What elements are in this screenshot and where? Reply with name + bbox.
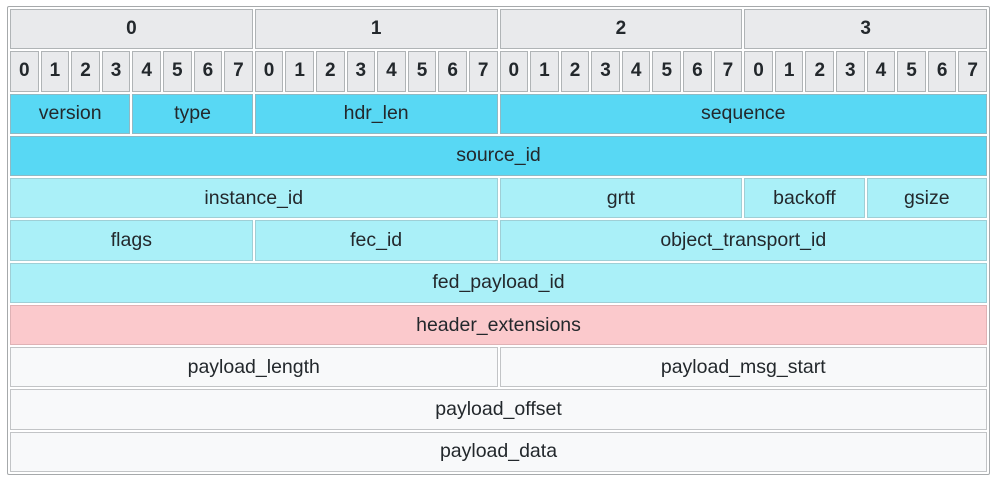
field-cell-hdr_len: hdr_len: [254, 93, 498, 134]
byte-header-cell-1: 1: [254, 9, 498, 50]
byte-header-cell-2: 2: [499, 9, 743, 50]
byte-header-cell-0: 0: [10, 9, 253, 50]
bit-header-cell-byte3-bit7: 7: [958, 51, 987, 92]
bit-header-cell-byte0-bit4: 4: [132, 51, 161, 92]
bit-header-cell-byte2-bit2: 2: [560, 51, 590, 92]
field-cell-sequence: sequence: [499, 93, 987, 134]
field-cell-object_transport_id: object_transport_id: [499, 220, 987, 261]
field-cell-backoff: backoff: [744, 178, 865, 219]
field-cell-header_extensions: header_extensions: [10, 304, 987, 346]
field-cell-payload_data: payload_data: [10, 431, 987, 472]
bit-header-cell-byte0-bit1: 1: [40, 51, 70, 92]
bit-header-cell-byte0-bit6: 6: [193, 51, 223, 92]
bit-header-cell-byte2-bit1: 1: [530, 51, 559, 92]
field-cell-fec_id: fec_id: [254, 220, 498, 261]
bit-header-cell-byte3-bit2: 2: [805, 51, 835, 92]
field-cell-instance_id: instance_id: [10, 178, 498, 219]
field-cell-gsize: gsize: [866, 178, 987, 219]
bit-header-cell-byte1-bit6: 6: [438, 51, 467, 92]
bit-header-cell-byte3-bit6: 6: [927, 51, 957, 92]
bit-header-cell-byte2-bit4: 4: [621, 51, 651, 92]
bit-header-cell-byte0-bit5: 5: [162, 51, 192, 92]
bit-header-cell-byte0-bit2: 2: [71, 51, 100, 92]
field-cell-flags: flags: [10, 220, 253, 261]
field-cell-type: type: [132, 93, 253, 134]
field-cell-source_id: source_id: [10, 135, 987, 177]
byte-header-cell-3: 3: [744, 9, 987, 50]
bit-header-cell-byte0-bit0: 0: [10, 51, 39, 92]
field-cell-payload_length: payload_length: [10, 347, 498, 388]
bit-header-cell-byte1-bit1: 1: [285, 51, 314, 92]
bit-header-cell-byte2-bit7: 7: [713, 51, 743, 92]
bit-header-cell-byte1-bit2: 2: [315, 51, 345, 92]
field-cell-grtt: grtt: [499, 178, 743, 219]
bit-header-cell-byte3-bit4: 4: [866, 51, 896, 92]
bit-header-cell-byte1-bit4: 4: [377, 51, 406, 92]
bit-header-cell-byte0-bit3: 3: [101, 51, 131, 92]
bit-header-cell-byte1-bit5: 5: [407, 51, 437, 92]
bit-header-cell-byte2-bit3: 3: [591, 51, 620, 92]
field-cell-version: version: [10, 93, 131, 134]
bit-header-cell-byte1-bit0: 0: [254, 51, 284, 92]
bit-header-cell-byte1-bit3: 3: [346, 51, 376, 92]
bit-header-cell-byte2-bit6: 6: [683, 51, 712, 92]
field-cell-payload_offset: payload_offset: [10, 389, 987, 430]
bit-header-cell-byte3-bit1: 1: [774, 51, 804, 92]
bit-header-cell-byte0-bit7: 7: [224, 51, 253, 92]
field-cell-fed_payload_id: fed_payload_id: [10, 262, 987, 303]
bit-header-cell-byte3-bit0: 0: [744, 51, 773, 92]
field-cell-payload_msg_start: payload_msg_start: [499, 347, 987, 388]
bit-header-cell-byte2-bit0: 0: [499, 51, 529, 92]
bit-header-cell-byte2-bit5: 5: [652, 51, 682, 92]
bit-header-cell-byte3-bit3: 3: [836, 51, 865, 92]
bit-header-cell-byte1-bit7: 7: [468, 51, 498, 92]
bit-header-cell-byte3-bit5: 5: [897, 51, 926, 92]
